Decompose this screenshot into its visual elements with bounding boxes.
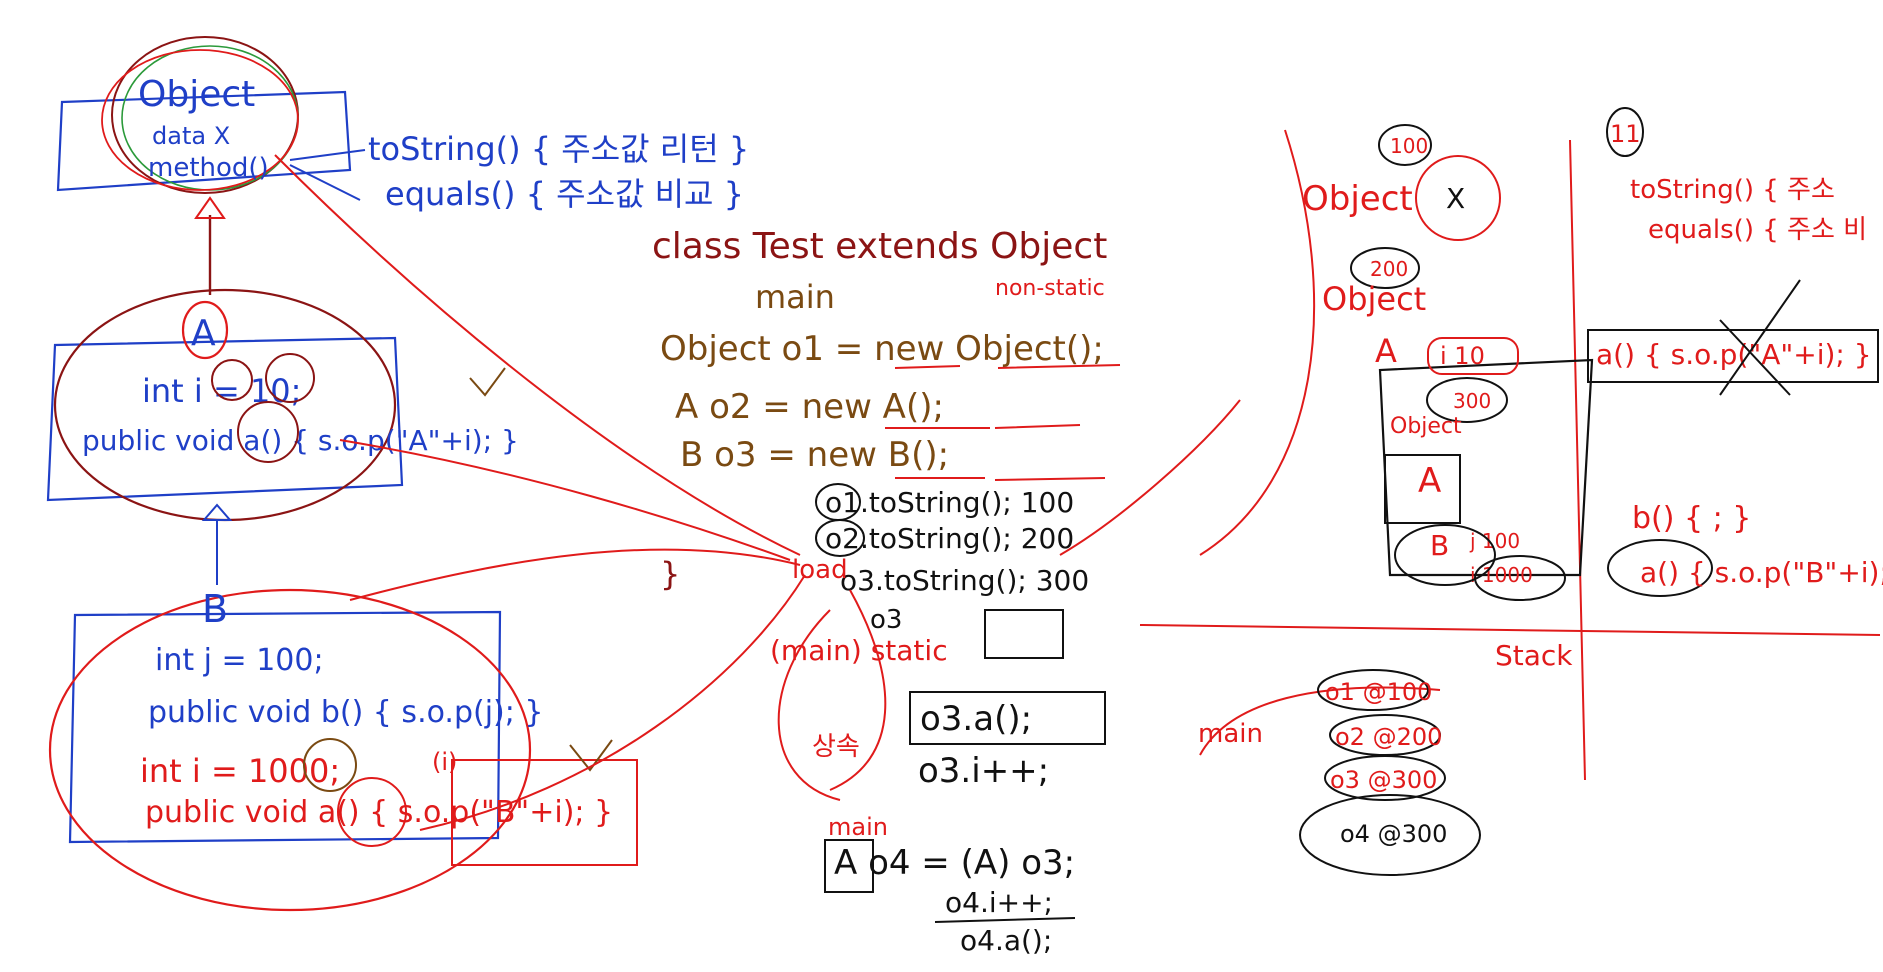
call-o3-tostring: o3.toString(); 300	[840, 564, 1089, 597]
call-o4-inc: o4.i++;	[945, 886, 1053, 919]
object-class-box: Object data X method()	[56, 36, 352, 194]
object-data-line: data X	[152, 122, 230, 150]
method-equals: equals() { 주소 비	[1648, 215, 1867, 245]
equals-note: equals() { 주소값 비교 }	[385, 175, 744, 213]
b-method-b: public void b() { s.o.p(j); }	[148, 695, 543, 730]
connector-lines	[274, 129, 1316, 831]
class-declaration: class Test extends Object	[652, 226, 1107, 267]
b-field-i-note: (i)	[432, 748, 457, 776]
b-class-box: B int j = 100; public void b() { s.o.p(j…	[48, 587, 638, 912]
b-method-a: public void a() { s.o.p("B"+i); }	[145, 795, 613, 830]
object-methods-note: toString() { 주소값 리턴 } equals() { 주소값 비교 …	[289, 130, 749, 213]
object-title: Object	[138, 74, 255, 115]
inherit-korean-label: 상속	[812, 732, 860, 762]
call-o2-tostring: o2.toString(); 200	[825, 522, 1074, 555]
heap-b-label: B	[1430, 529, 1449, 562]
heap-a-label: A	[1375, 332, 1397, 370]
main-static-label: (main) static	[770, 634, 948, 667]
code-block: class Test extends Object main non-stati…	[652, 226, 1121, 957]
heap-object-label-2: Object	[1322, 280, 1426, 318]
stack-var-o1: o1 @100	[1325, 678, 1432, 706]
load-label: load	[792, 555, 848, 585]
heap-object-label-1: Object	[1302, 179, 1413, 219]
main-frame-label: main	[1198, 719, 1263, 749]
tostring-note: toString() { 주소값 리턴 }	[368, 130, 749, 168]
main-label-2: main	[828, 813, 888, 841]
addr-200: 200	[1370, 257, 1408, 281]
stack-var-o3: o3 @300	[1330, 766, 1437, 794]
b-field-i: int i = 1000;	[140, 752, 340, 790]
code-line-o3: B o3 = new B();	[680, 435, 949, 475]
code-line-o1: Object o1 = new Object();	[660, 329, 1104, 369]
o3-label: o3	[870, 605, 902, 635]
closing-brace: }	[660, 555, 680, 593]
memory-diagram: 100 200 300 Object X Object A i 10 Objec…	[1139, 107, 1883, 876]
a-class-box: A int i = 10; public void a() { s.o.p("A…	[46, 288, 519, 522]
call-o1-tostring: o1.toString(); 100	[825, 486, 1074, 519]
addr-300: 300	[1453, 389, 1491, 413]
stack-var-o4: o4 @300	[1340, 820, 1447, 848]
heap-x-mark: X	[1446, 182, 1465, 215]
object-method-line: method()	[148, 153, 269, 183]
heap-b-field-i: i 1000	[1470, 563, 1533, 587]
call-o3-inc: o3.i++;	[918, 751, 1049, 791]
stack-var-o2: o2 @200	[1335, 723, 1442, 751]
heap-a-field: i 10	[1440, 342, 1485, 370]
a-method: public void a() { s.o.p("A"+i); }	[82, 424, 519, 457]
addr-100: 100	[1390, 134, 1428, 158]
method-a-b: a() { s.o.p("B"+i); }	[1640, 556, 1883, 589]
method-a-override: a() { s.o.p("A"+i); }	[1596, 338, 1872, 371]
call-o4-a: o4.a();	[960, 924, 1052, 957]
main-label: main	[755, 278, 835, 316]
a-title: A	[191, 313, 216, 354]
method-b: b() { ; }	[1632, 501, 1751, 536]
cast-line: A o4 = (A) o3;	[834, 843, 1075, 883]
heap-object-label-3: Object	[1390, 414, 1462, 439]
heap-num-11: 11	[1610, 120, 1641, 148]
method-tostring: toString() { 주소	[1630, 175, 1835, 205]
inherit-arrow-a-object	[194, 196, 226, 295]
stack-label: Stack	[1495, 639, 1573, 672]
heap-a-label-2: A	[1418, 461, 1441, 501]
non-static-label: non-static	[995, 276, 1105, 301]
inherit-arrow-b-a	[201, 503, 233, 585]
call-o3-a: o3.a();	[920, 699, 1032, 739]
b-title: B	[202, 587, 228, 631]
b-field-j: int j = 100;	[155, 643, 324, 678]
code-line-o2: A o2 = new A();	[675, 387, 944, 427]
